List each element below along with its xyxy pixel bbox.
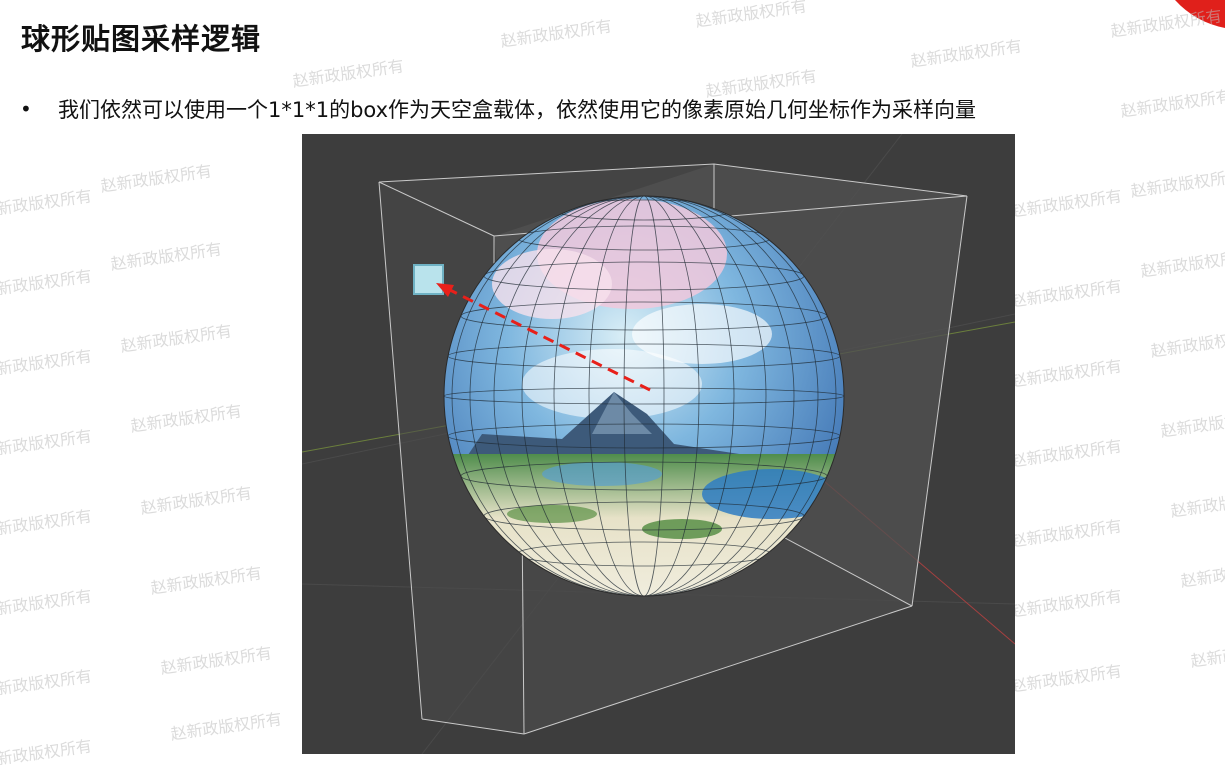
watermark-text: 赵新政版权所有 — [0, 186, 94, 221]
watermark-text: 赵新政版权所有 — [1179, 556, 1225, 591]
bullet-dot-icon: • — [20, 97, 32, 121]
watermark-text: 赵新政版权所有 — [1009, 186, 1124, 221]
watermark-text: 赵新政版权所有 — [1149, 326, 1225, 361]
watermark-text: 赵新政版权所有 — [0, 586, 94, 621]
watermark-text: 赵新政版权所有 — [0, 506, 94, 541]
watermark-text: 赵新政版权所有 — [0, 426, 94, 461]
watermark-text: 赵新政版权所有 — [0, 346, 94, 381]
bullet-item: • 我们依然可以使用一个1*1*1的box作为天空盒载体，依然使用它的像素原始几… — [20, 94, 976, 124]
viewport-figure — [302, 134, 1015, 754]
watermark-text: 赵新政版权所有 — [1009, 356, 1124, 391]
watermark-text: 赵新政版权所有 — [1169, 486, 1225, 521]
watermark-text: 赵新政版权所有 — [1009, 436, 1124, 471]
watermark-text: 赵新政版权所有 — [119, 321, 234, 356]
watermark-text: 赵新政版权所有 — [1009, 276, 1124, 311]
watermark-text: 赵新政版权所有 — [159, 643, 274, 678]
watermark-text: 赵新政版权所有 — [149, 563, 264, 598]
watermark-text: 赵新政版权所有 — [99, 161, 214, 196]
bullet-text: 我们依然可以使用一个1*1*1的box作为天空盒载体，依然使用它的像素原始几何坐… — [58, 98, 977, 122]
slide-title: 球形贴图采样逻辑 — [21, 22, 262, 56]
watermark-text: 赵新政版权所有 — [139, 483, 254, 518]
watermark-text: 赵新政版权所有 — [0, 736, 94, 771]
watermark-text: 赵新政版权所有 — [291, 56, 406, 91]
viewport-svg — [302, 134, 1015, 754]
watermark-text: 赵新政版权所有 — [909, 36, 1024, 71]
watermark-text: 赵新政版权所有 — [169, 709, 284, 744]
watermark-text: 赵新政版权所有 — [1139, 246, 1225, 281]
sampling-arrow — [436, 283, 651, 392]
watermark-text: 赵新政版权所有 — [1189, 636, 1225, 671]
watermark-text: 赵新政版权所有 — [1159, 406, 1225, 441]
watermark-text: 赵新政版权所有 — [0, 666, 94, 701]
watermark-text: 赵新政版权所有 — [0, 266, 94, 301]
watermark-text: 赵新政版权所有 — [694, 0, 809, 31]
watermark-text: 赵新政版权所有 — [1009, 661, 1124, 696]
watermark-text: 赵新政版权所有 — [129, 401, 244, 436]
corner-accent-mark — [1175, 0, 1225, 28]
watermark-text: 赵新政版权所有 — [1009, 516, 1124, 551]
watermark-text: 赵新政版权所有 — [109, 239, 224, 274]
sample-square — [413, 264, 444, 295]
watermark-text: 赵新政版权所有 — [1009, 586, 1124, 621]
watermark-text: 赵新政版权所有 — [499, 16, 614, 51]
watermark-text: 赵新政版权所有 — [1129, 166, 1225, 201]
watermark-text: 赵新政版权所有 — [1119, 86, 1225, 121]
